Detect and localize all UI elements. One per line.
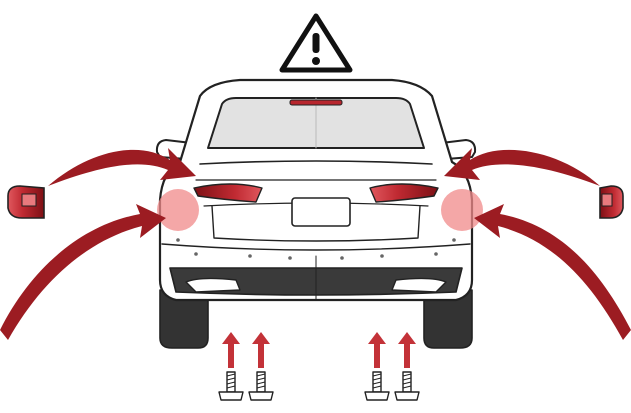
tail-light-icon <box>8 186 44 218</box>
warning-triangle-icon <box>282 16 350 70</box>
tail-light-icon <box>600 186 623 218</box>
arrow-up-icon <box>222 332 416 368</box>
bolt-icon <box>219 372 419 400</box>
car-rear-view-icon <box>157 80 475 348</box>
